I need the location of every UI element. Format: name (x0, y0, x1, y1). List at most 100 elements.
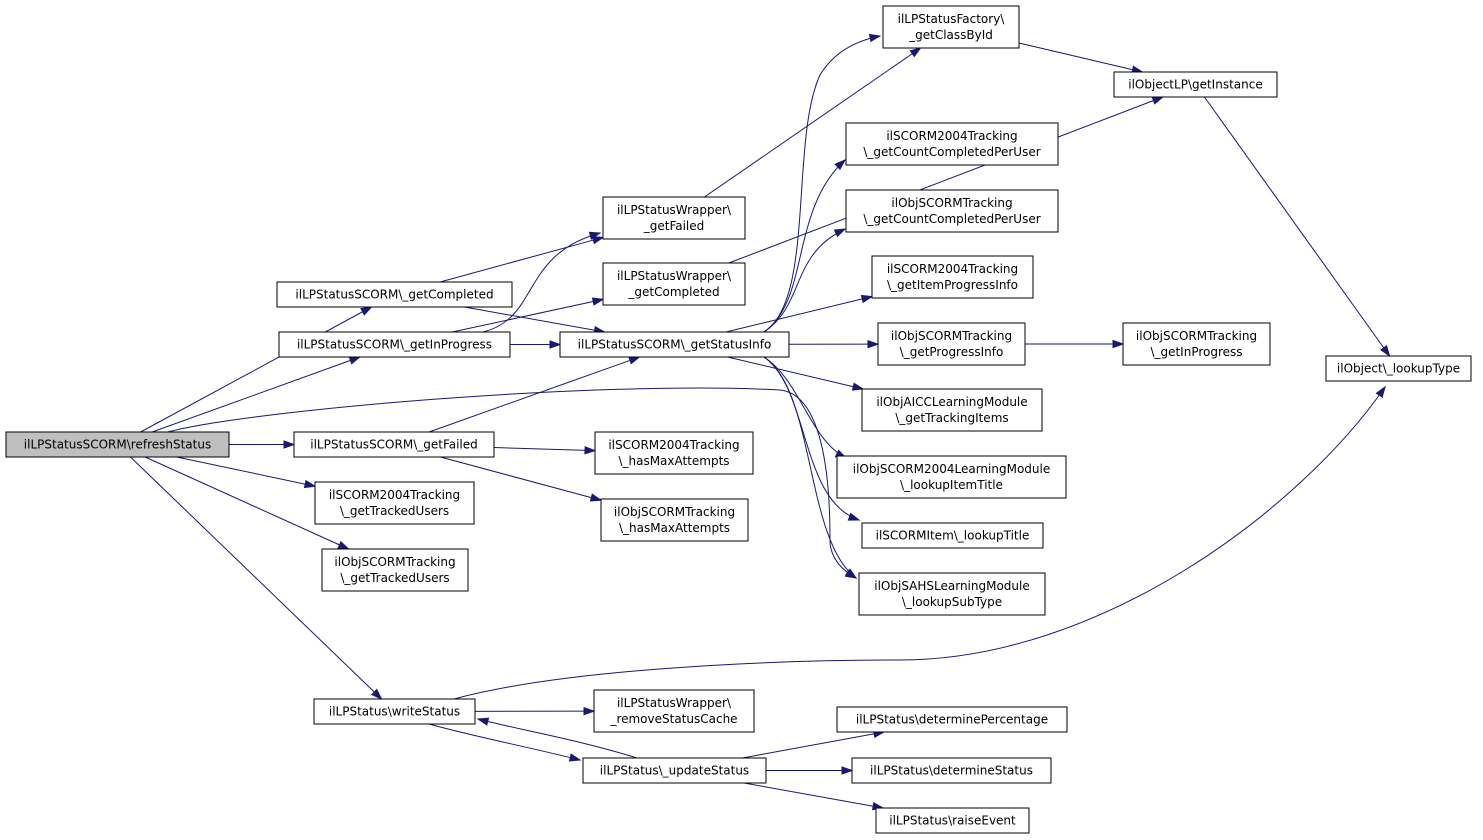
node-label-line: ilObjSCORMTracking (891, 329, 1012, 343)
function-node-s2004LookupItemTitle[interactable]: ilObjSCORM2004LearningModule\_lookupItem… (836, 455, 1067, 499)
node-label-line: _getClassById (908, 28, 993, 42)
edge-line (140, 306, 372, 433)
function-node-getFailed[interactable]: ilLPStatusSCORM\_getFailed (293, 431, 495, 458)
arrowhead-icon (1151, 96, 1165, 105)
edge-line (428, 723, 581, 761)
function-node-writeStatus[interactable]: ilLPStatus\writeStatus (313, 698, 476, 725)
function-node-objectLookupType[interactable]: ilObject\_lookupType (1325, 355, 1472, 382)
call-edge-objectLPGetInstance-to-objectLookupType (1204, 96, 1391, 358)
edge-line (725, 296, 873, 333)
function-node-getStatusInfo[interactable]: ilLPStatusSCORM\_getStatusInfo (559, 331, 790, 358)
node-label-line: \_getTrackingItems (895, 411, 1008, 425)
edge-line (1018, 42, 1143, 73)
node-box (877, 322, 1026, 366)
node-label-line: _removeStatusCache (609, 712, 737, 726)
function-node-objScormTrackedUsers[interactable]: ilObjSCORMTracking \_getTrackedUsers (321, 548, 469, 592)
arrowhead-icon (283, 440, 296, 449)
node-label-line: ilObject\_lookupType (1337, 362, 1460, 376)
function-node-removeStatusCache[interactable]: ilLPStatusWrapper\ _removeStatusCache (593, 689, 755, 733)
function-node-s2004ItemProgress[interactable]: ilSCORM2004Tracking\_getItemProgressInfo (871, 255, 1034, 299)
arrowhead-icon (337, 540, 350, 550)
node-label-line: ilObjSCORMTracking (334, 555, 455, 569)
edge-line (464, 306, 605, 333)
edge-line (482, 232, 601, 333)
call-edge-writeStatus-to-removeStatusCache (474, 706, 596, 716)
call-edge-getInProgress-to-wrapperGetCompleted (452, 297, 605, 333)
function-node-s2004TrackedUsers[interactable]: ilSCORM2004Tracking\_getTrackedUsers (314, 481, 475, 525)
function-node-scormItemLookupTitle[interactable]: ilSCORMItem\_lookupTitle (861, 522, 1044, 549)
arrowhead-icon (845, 568, 858, 579)
function-node-updateStatus[interactable]: ilLPStatus\_updateStatus (582, 757, 767, 784)
function-node-getCompleted[interactable]: ilLPStatusSCORM\_getCompleted (276, 281, 513, 308)
call-edge-objScormProgressInfo-to-objScormGetInProgress (1025, 339, 1125, 349)
call-edge-getStatusInfo-to-sahsLookupSubType (763, 356, 858, 579)
node-label-line: ilLPStatus\writeStatus (329, 705, 460, 719)
node-label-line: ilLPStatus\raiseEvent (889, 814, 1016, 828)
node-label-line: \_getCountCompletedPerUser (863, 212, 1040, 226)
node-label-line: \_getTrackedUsers (340, 571, 449, 585)
function-node-factoryGetClassById[interactable]: ilLPStatusFactory\_getClassById (882, 5, 1020, 49)
function-node-s2004CountCompleted[interactable]: ilSCORM2004Tracking\_getCountCompletedPe… (845, 122, 1059, 166)
edge-line (477, 718, 638, 759)
node-label-line: ilLPStatusWrapper\ (617, 696, 732, 710)
edge-line (763, 35, 881, 333)
function-node-wrapperGetCompleted[interactable]: ilLPStatusWrapper\_getCompleted (602, 262, 746, 306)
call-edge-wrapperGetFailed-to-factoryGetClassById (704, 47, 922, 198)
arrowhead-icon (834, 158, 847, 171)
function-node-determinePercentage[interactable]: ilLPStatus\determinePercentage (836, 706, 1068, 733)
edge-line (453, 386, 1386, 700)
node-box (602, 262, 746, 306)
node-box (602, 196, 746, 240)
node-box (582, 757, 767, 784)
node-label-line: ilLPStatusSCORM\_getInProgress (297, 338, 492, 352)
node-box (559, 331, 790, 358)
call-edge-refreshStatus-to-s2004TrackedUsers (176, 456, 317, 489)
function-node-wrapperGetFailed[interactable]: ilLPStatusWrapper\_getFailed (602, 196, 746, 240)
node-box (594, 431, 754, 475)
function-node-s2004HasMax[interactable]: ilSCORM2004Tracking\_hasMaxAttempts (594, 431, 754, 475)
function-node-objectLPGetInstance[interactable]: ilObjectLP\getInstance (1113, 71, 1278, 98)
call-edge-writeStatus-to-updateStatus (428, 723, 582, 762)
function-node-objScormHasMax[interactable]: ilObjSCORMTracking\_hasMaxAttempts (600, 498, 749, 542)
arrowhead-icon (847, 512, 861, 521)
function-node-refreshStatus[interactable]: ilLPStatusSCORM\refreshStatus (5, 431, 230, 458)
node-label-line: ilLPStatusWrapper\ (617, 269, 732, 283)
call-edge-getFailed-to-objScormHasMax (440, 456, 603, 502)
arrowhead-icon (360, 306, 373, 316)
node-label-line: ilSCORMItem\_lookupTitle (876, 529, 1030, 543)
node-label-line: ilLPStatusSCORM\refreshStatus (24, 438, 211, 452)
function-node-raiseEvent[interactable]: ilLPStatus\raiseEvent (875, 807, 1030, 834)
node-label-line: ilObjSCORMTracking (614, 505, 735, 519)
arrowhead-icon (588, 231, 602, 240)
call-edge-getCompleted-to-wrapperGetFailed (440, 236, 605, 283)
node-label-line: ilLPStatusSCORM\_getCompleted (295, 288, 493, 302)
function-node-objScormProgressInfo[interactable]: ilObjSCORMTracking\_getProgressInfo (877, 322, 1026, 366)
arrowhead-icon (1375, 385, 1386, 399)
node-box (313, 698, 476, 725)
function-node-determineStatus[interactable]: ilLPStatus\determineStatus (851, 757, 1052, 784)
node-label-line: ilSCORM2004Tracking (608, 438, 739, 452)
node-label-line: ilLPStatus\determinePercentage (856, 713, 1048, 727)
arrowhead-icon (568, 753, 582, 762)
node-label-line: \_getCountCompletedPerUser (863, 145, 1040, 159)
call-edge-refreshStatus-to-getCompleted (140, 306, 373, 433)
function-node-sahsLookupSubType[interactable]: ilObjSAHSLearningModule\_lookupSubType (858, 572, 1046, 616)
node-box (861, 522, 1044, 549)
call-edge-getStatusInfo-to-aiccTrackingItems (727, 356, 865, 391)
node-label-line: ilLPStatus\determineStatus (870, 764, 1033, 778)
call-edge-getFailed-to-s2004HasMax (493, 446, 597, 455)
function-node-getInProgress[interactable]: ilLPStatusSCORM\_getInProgress (278, 331, 511, 358)
edge-line (728, 96, 1163, 264)
edge-line (704, 47, 921, 198)
arrowhead-icon (583, 706, 596, 716)
function-node-objScormGetInProgress[interactable]: ilObjSCORMTracking\_getInProgress (1122, 322, 1271, 366)
call-edge-factoryGetClassById-to-objectLPGetInstance (1018, 42, 1144, 74)
node-label-line: ilObjSAHSLearningModule (874, 579, 1029, 593)
function-node-aiccTrackingItems[interactable]: ilObjAICCLearningModule\_getTrackingItem… (861, 388, 1043, 432)
call-edge-getStatusInfo-to-factoryGetClassById (763, 33, 882, 333)
node-label-line: ilSCORM2004Tracking (887, 262, 1018, 276)
node-box (845, 122, 1059, 166)
function-node-objScormCountCompleted[interactable]: ilObjSCORMTracking\_getCountCompletedPer… (845, 189, 1059, 233)
arrowhead-icon (589, 493, 603, 502)
